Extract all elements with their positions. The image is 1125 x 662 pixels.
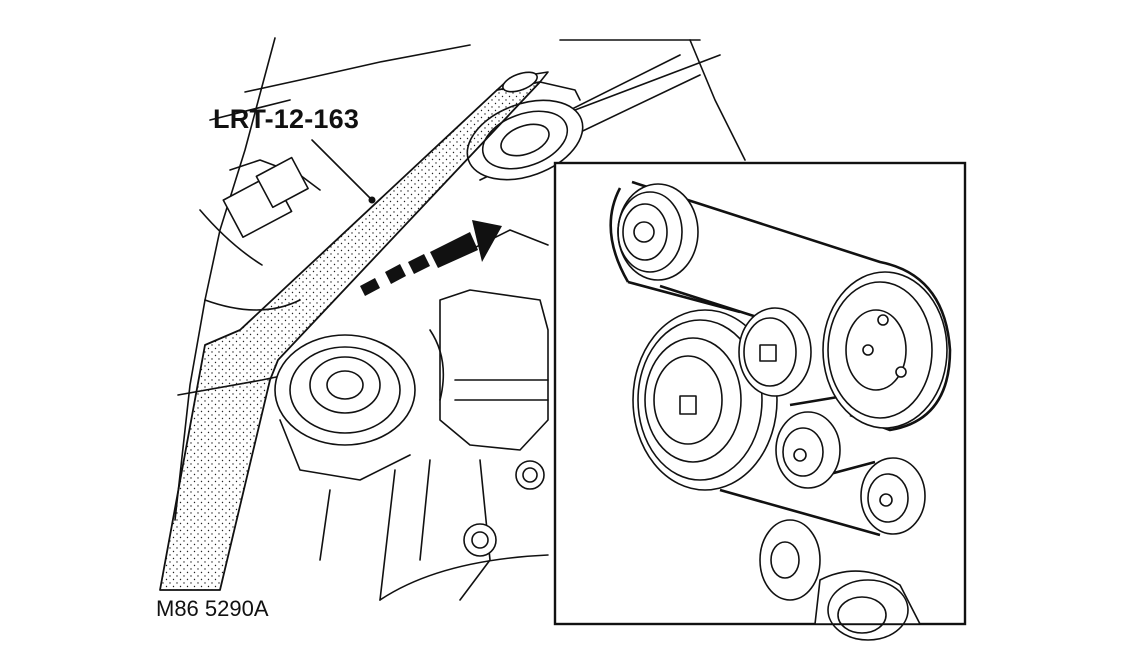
figure-number-label: M86 5290A [156,596,269,621]
engine-background [174,37,746,601]
special-tool-bar [159,71,581,591]
tool-number-label: LRT-12-163 [213,104,360,134]
belt-routing-inset [553,161,967,641]
rotation-arrow-icon [360,220,502,296]
tool-leader-line [311,139,376,204]
